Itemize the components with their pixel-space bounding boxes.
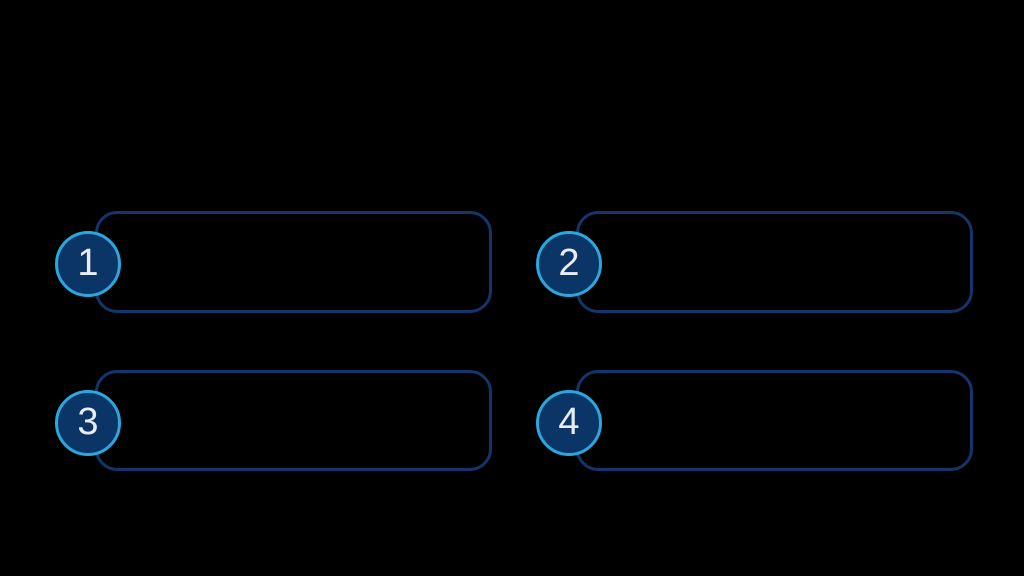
callout-box-4[interactable] bbox=[576, 370, 973, 471]
callout-badge-2[interactable]: 2 bbox=[536, 231, 602, 297]
callout-box-1[interactable] bbox=[95, 211, 492, 313]
callout-box-3[interactable] bbox=[95, 370, 492, 471]
callout-badge-number-3: 3 bbox=[77, 401, 99, 443]
callout-badge-number-2: 2 bbox=[558, 242, 580, 284]
callout-badge-number-4: 4 bbox=[558, 401, 580, 443]
callout-badge-4[interactable]: 4 bbox=[536, 390, 602, 456]
callout-badge-number-1: 1 bbox=[77, 242, 99, 284]
callout-badge-3[interactable]: 3 bbox=[55, 390, 121, 456]
callout-badge-1[interactable]: 1 bbox=[55, 231, 121, 297]
callout-box-2[interactable] bbox=[576, 211, 973, 313]
